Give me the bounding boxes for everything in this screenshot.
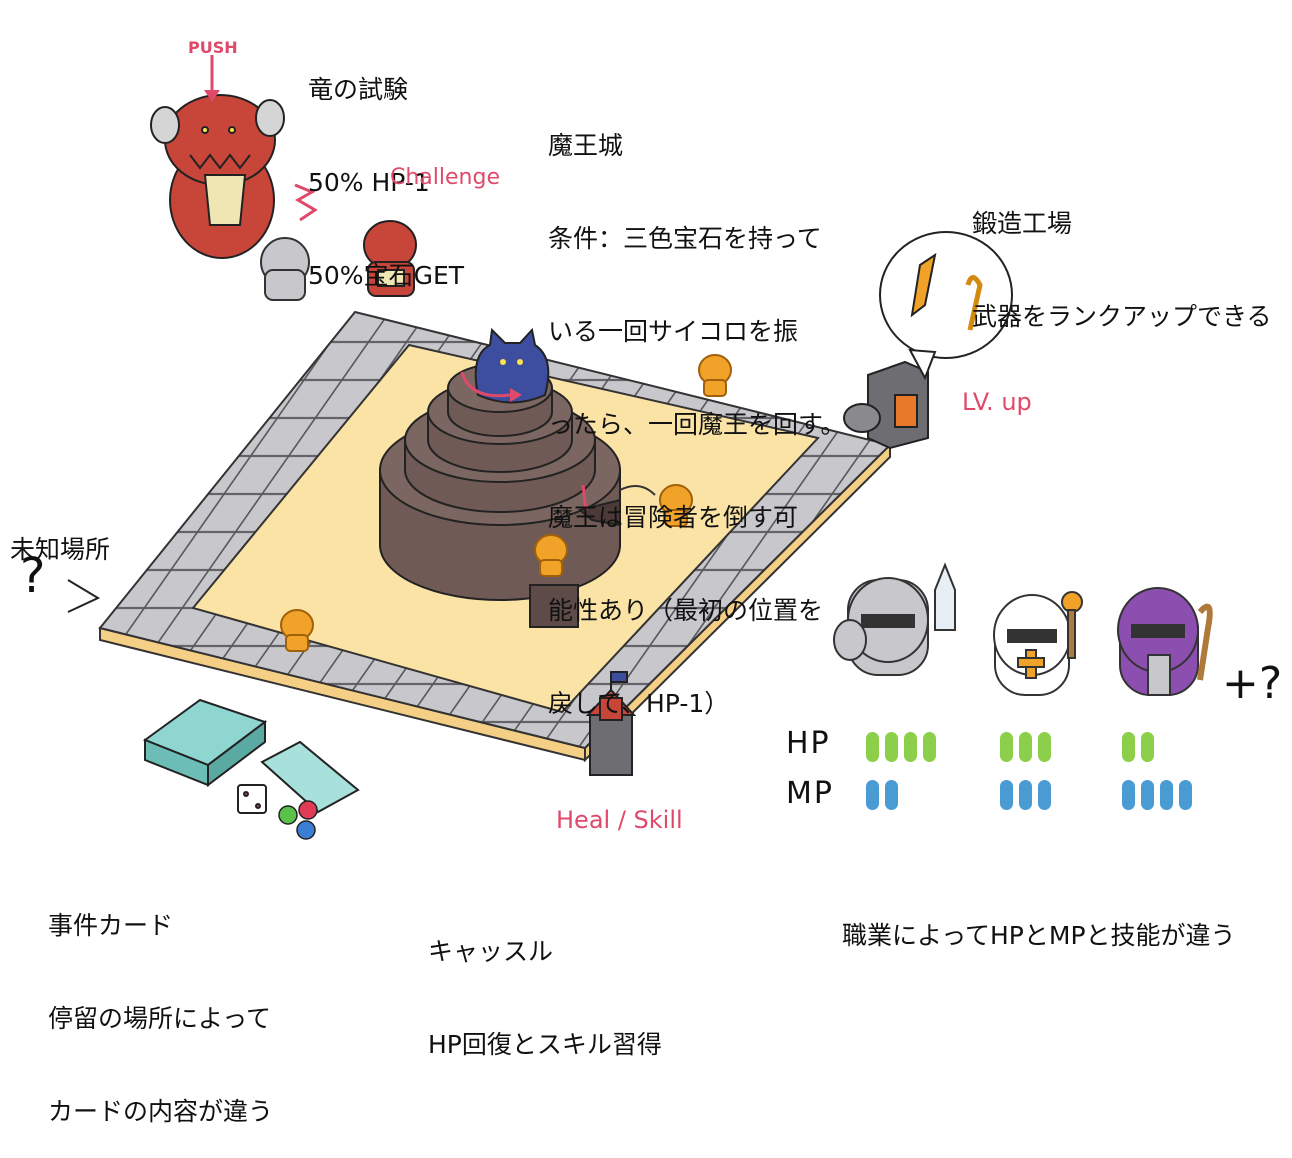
demon-castle-line-3: いる一回サイコロを振 (548, 317, 799, 346)
dragon-token (363, 220, 417, 297)
priest-mp-pill (1038, 780, 1051, 810)
mage-hp-pill (1122, 732, 1135, 762)
demon-castle-line-5: 魔王は冒険者を倒す可 (548, 503, 799, 532)
knight-hp-pill (866, 732, 879, 762)
event-card-note: 事件カード 停留の場所によって カードの内容が違う (48, 848, 273, 1158)
stat-pill-grid (866, 732, 1192, 810)
castle-tile-building (585, 671, 637, 776)
gem-green (278, 805, 298, 825)
hero-figure-4 (280, 609, 314, 652)
demon-castle-note: 魔王城 条件：三色宝石を持って いる一回サイコロを振 ったら、一回魔王を回す。 … (548, 68, 846, 750)
mage-hp-pill (1141, 732, 1154, 762)
hero-figure-1 (698, 354, 732, 397)
mp-row-label: MP (786, 776, 834, 811)
demon-castle-line-6: 能性あり（最初の位置を (548, 596, 824, 625)
more-classes-mark: +? (1222, 658, 1283, 709)
event-card-title: 事件カード (48, 911, 174, 940)
castle-tile-title: キャッスル (428, 937, 554, 966)
mage-character (1117, 587, 1213, 696)
unknown-place-title: 未知場所 (10, 535, 111, 564)
knight-mp-pill (866, 780, 879, 810)
mage-mp-pill (1179, 780, 1192, 810)
dragon-trial-title: 竜の試験 (308, 75, 409, 104)
upgrade-speech-bubble (879, 231, 1013, 381)
hp-row-label: HP (786, 726, 831, 761)
lvup-label: LV. up (962, 388, 1032, 416)
priest-mp-pill (1000, 780, 1013, 810)
demon-castle-line-4: ったら、一回魔王を回す。 (548, 410, 846, 439)
forge-title: 鍛造工場 (972, 209, 1073, 238)
board-illustration (67, 55, 1213, 840)
knight-hp-pill (885, 732, 898, 762)
castle-tile-line-2: HP回復とスキル習得 (428, 1030, 662, 1059)
push-label: PUSH (188, 38, 238, 57)
class-difference-note: 職業によってHPとMPと技能が違う (842, 858, 1236, 982)
knight-mp-pill (885, 780, 898, 810)
demon-castle-line-2: 条件：三色宝石を持って (548, 224, 822, 253)
knight-character (833, 562, 956, 676)
heal-skill-label: Heal / Skill (556, 806, 683, 834)
class-difference-text: 職業によってHPとMPと技能が違う (842, 921, 1236, 950)
forge-line-2: 武器をランクアップできる (972, 302, 1272, 331)
mage-mp-pill (1141, 780, 1154, 810)
knight-hp-pill (904, 732, 917, 762)
priest-hp-pill (1019, 732, 1032, 762)
demon-king-figure (460, 327, 550, 404)
priest-mp-pill (1019, 780, 1032, 810)
event-card-line-3: カードの内容が違う (48, 1097, 274, 1126)
gem-blue (296, 820, 316, 840)
demon-castle-title: 魔王城 (548, 131, 624, 160)
dice (237, 784, 267, 814)
dragon-trial-line-2: 50% HP-1 (308, 168, 430, 197)
priest-character (993, 591, 1083, 696)
dragon-trial-note: 竜の試験 50% HP-1 50%宝石GET (308, 12, 464, 322)
dragon-figure (150, 94, 285, 259)
challenge-label: Challenge (390, 165, 500, 190)
event-card-line-2: 停留の場所によって (48, 1004, 272, 1033)
gem-red (298, 800, 318, 820)
forge-building (843, 360, 929, 450)
mage-mp-pill (1122, 780, 1135, 810)
hero-figure-3 (534, 534, 568, 577)
unknown-arrow (67, 579, 101, 613)
unknown-place-note: 未知場所 (10, 472, 110, 596)
unknown-question-mark: ? (20, 548, 46, 604)
knight-hp-pill (923, 732, 936, 762)
hero-figure-2 (659, 484, 693, 527)
dragon-trial-line-3: 50%宝石GET (308, 261, 465, 290)
forge-note: 鍛造工場 武器をランクアップできる (972, 146, 1272, 363)
event-card-deck (142, 698, 360, 814)
priest-hp-pill (1038, 732, 1051, 762)
mage-mp-pill (1160, 780, 1173, 810)
knight-near-dragon (260, 237, 310, 301)
priest-hp-pill (1000, 732, 1013, 762)
castle-tile-note: キャッスル HP回復とスキル習得 (428, 874, 662, 1091)
demon-castle-line-7: 戻して、HP-1） (548, 689, 730, 718)
